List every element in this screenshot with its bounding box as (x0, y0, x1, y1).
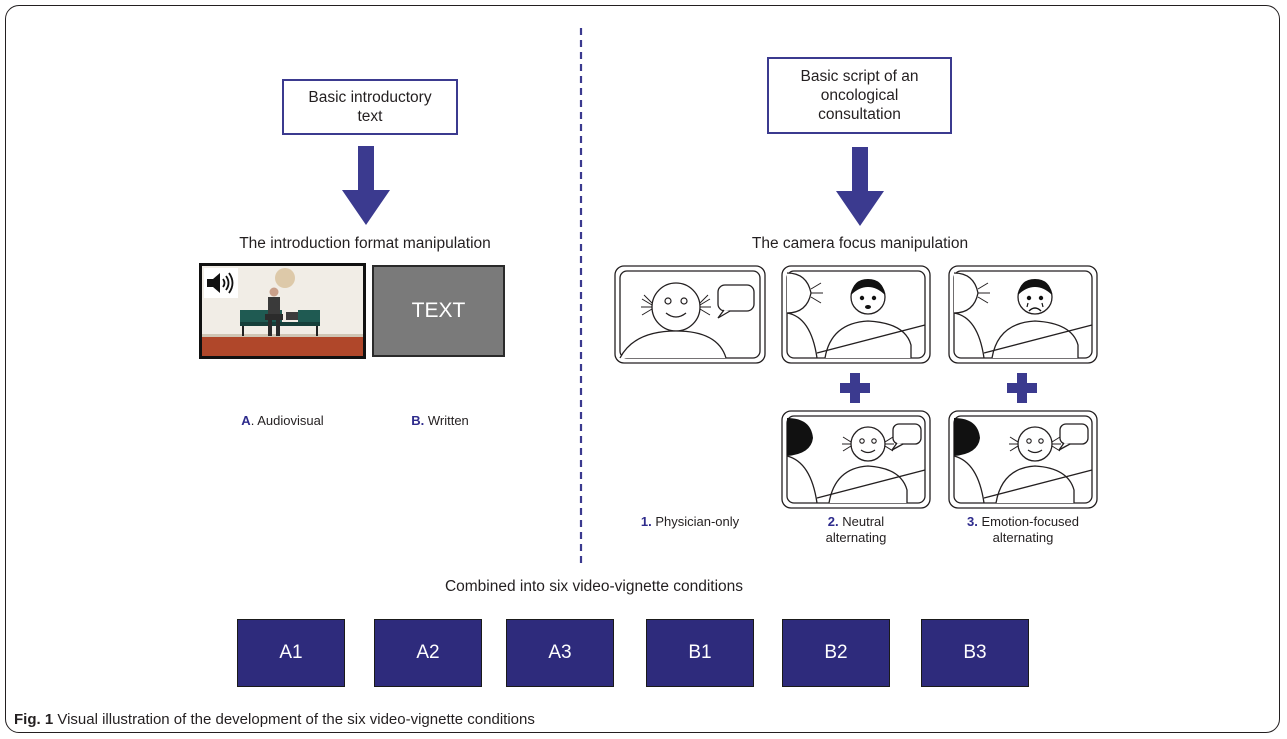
down-arrow-right (836, 147, 884, 226)
option-audiovisual-label: Audiovisual (257, 413, 324, 428)
plus-icon (840, 373, 870, 403)
figure-frame (5, 5, 1280, 733)
condition-b1: B1 (646, 619, 754, 687)
written-text-panel: TEXT (372, 265, 505, 357)
neutral-patient-panel (781, 265, 931, 364)
dashed-divider (579, 28, 583, 568)
physician-only-panel (614, 265, 766, 364)
option-written: B. Written (375, 413, 505, 429)
audiovisual-photo (202, 266, 363, 356)
consultation-script-box: Basic script of an oncological consultat… (767, 57, 952, 134)
consultation-script-label: Basic script of an oncological consultat… (800, 68, 919, 123)
introduction-format-heading: The introduction format manipulation (239, 235, 491, 252)
option-audiovisual: A. Audiovisual (241, 413, 324, 428)
emotion-physician-panel (948, 410, 1098, 509)
condition-a2: A2 (374, 619, 482, 687)
figure-caption: Fig. 1 Visual illustration of the develo… (14, 711, 535, 728)
option-emotion-focused: 3. Emotion-focused alternating (966, 514, 1080, 545)
figure-caption-label: Fig. 1 (14, 711, 54, 728)
neutral-physician-panel (781, 410, 931, 509)
condition-a3: A3 (506, 619, 614, 687)
option-physician-only-label: Physician-only (655, 514, 740, 529)
audiovisual-panel (199, 263, 366, 359)
condition-b3: B3 (921, 619, 1029, 687)
down-arrow-left (342, 146, 390, 225)
option-neutral-alternating: 2. Neutral alternating (825, 514, 887, 545)
camera-focus-heading: The camera focus manipulation (751, 235, 969, 252)
condition-b2: B2 (782, 619, 890, 687)
option-audiovisual-letter: A (241, 413, 251, 428)
option-physician-only: 1. Physician-only (640, 514, 740, 529)
introductory-text-label: Basic introductory text (308, 89, 432, 125)
introductory-text-box: Basic introductory text (282, 79, 458, 135)
option-written-label: Written (427, 413, 469, 428)
option-written-letter: B. (411, 413, 425, 428)
figure-caption-text: Visual illustration of the development o… (57, 711, 535, 728)
emotional-patient-panel (948, 265, 1098, 364)
written-text-label: TEXT (411, 299, 466, 322)
combined-heading: Combined into six video-vignette conditi… (444, 578, 744, 595)
condition-a1: A1 (237, 619, 345, 687)
plus-icon (1007, 373, 1037, 403)
